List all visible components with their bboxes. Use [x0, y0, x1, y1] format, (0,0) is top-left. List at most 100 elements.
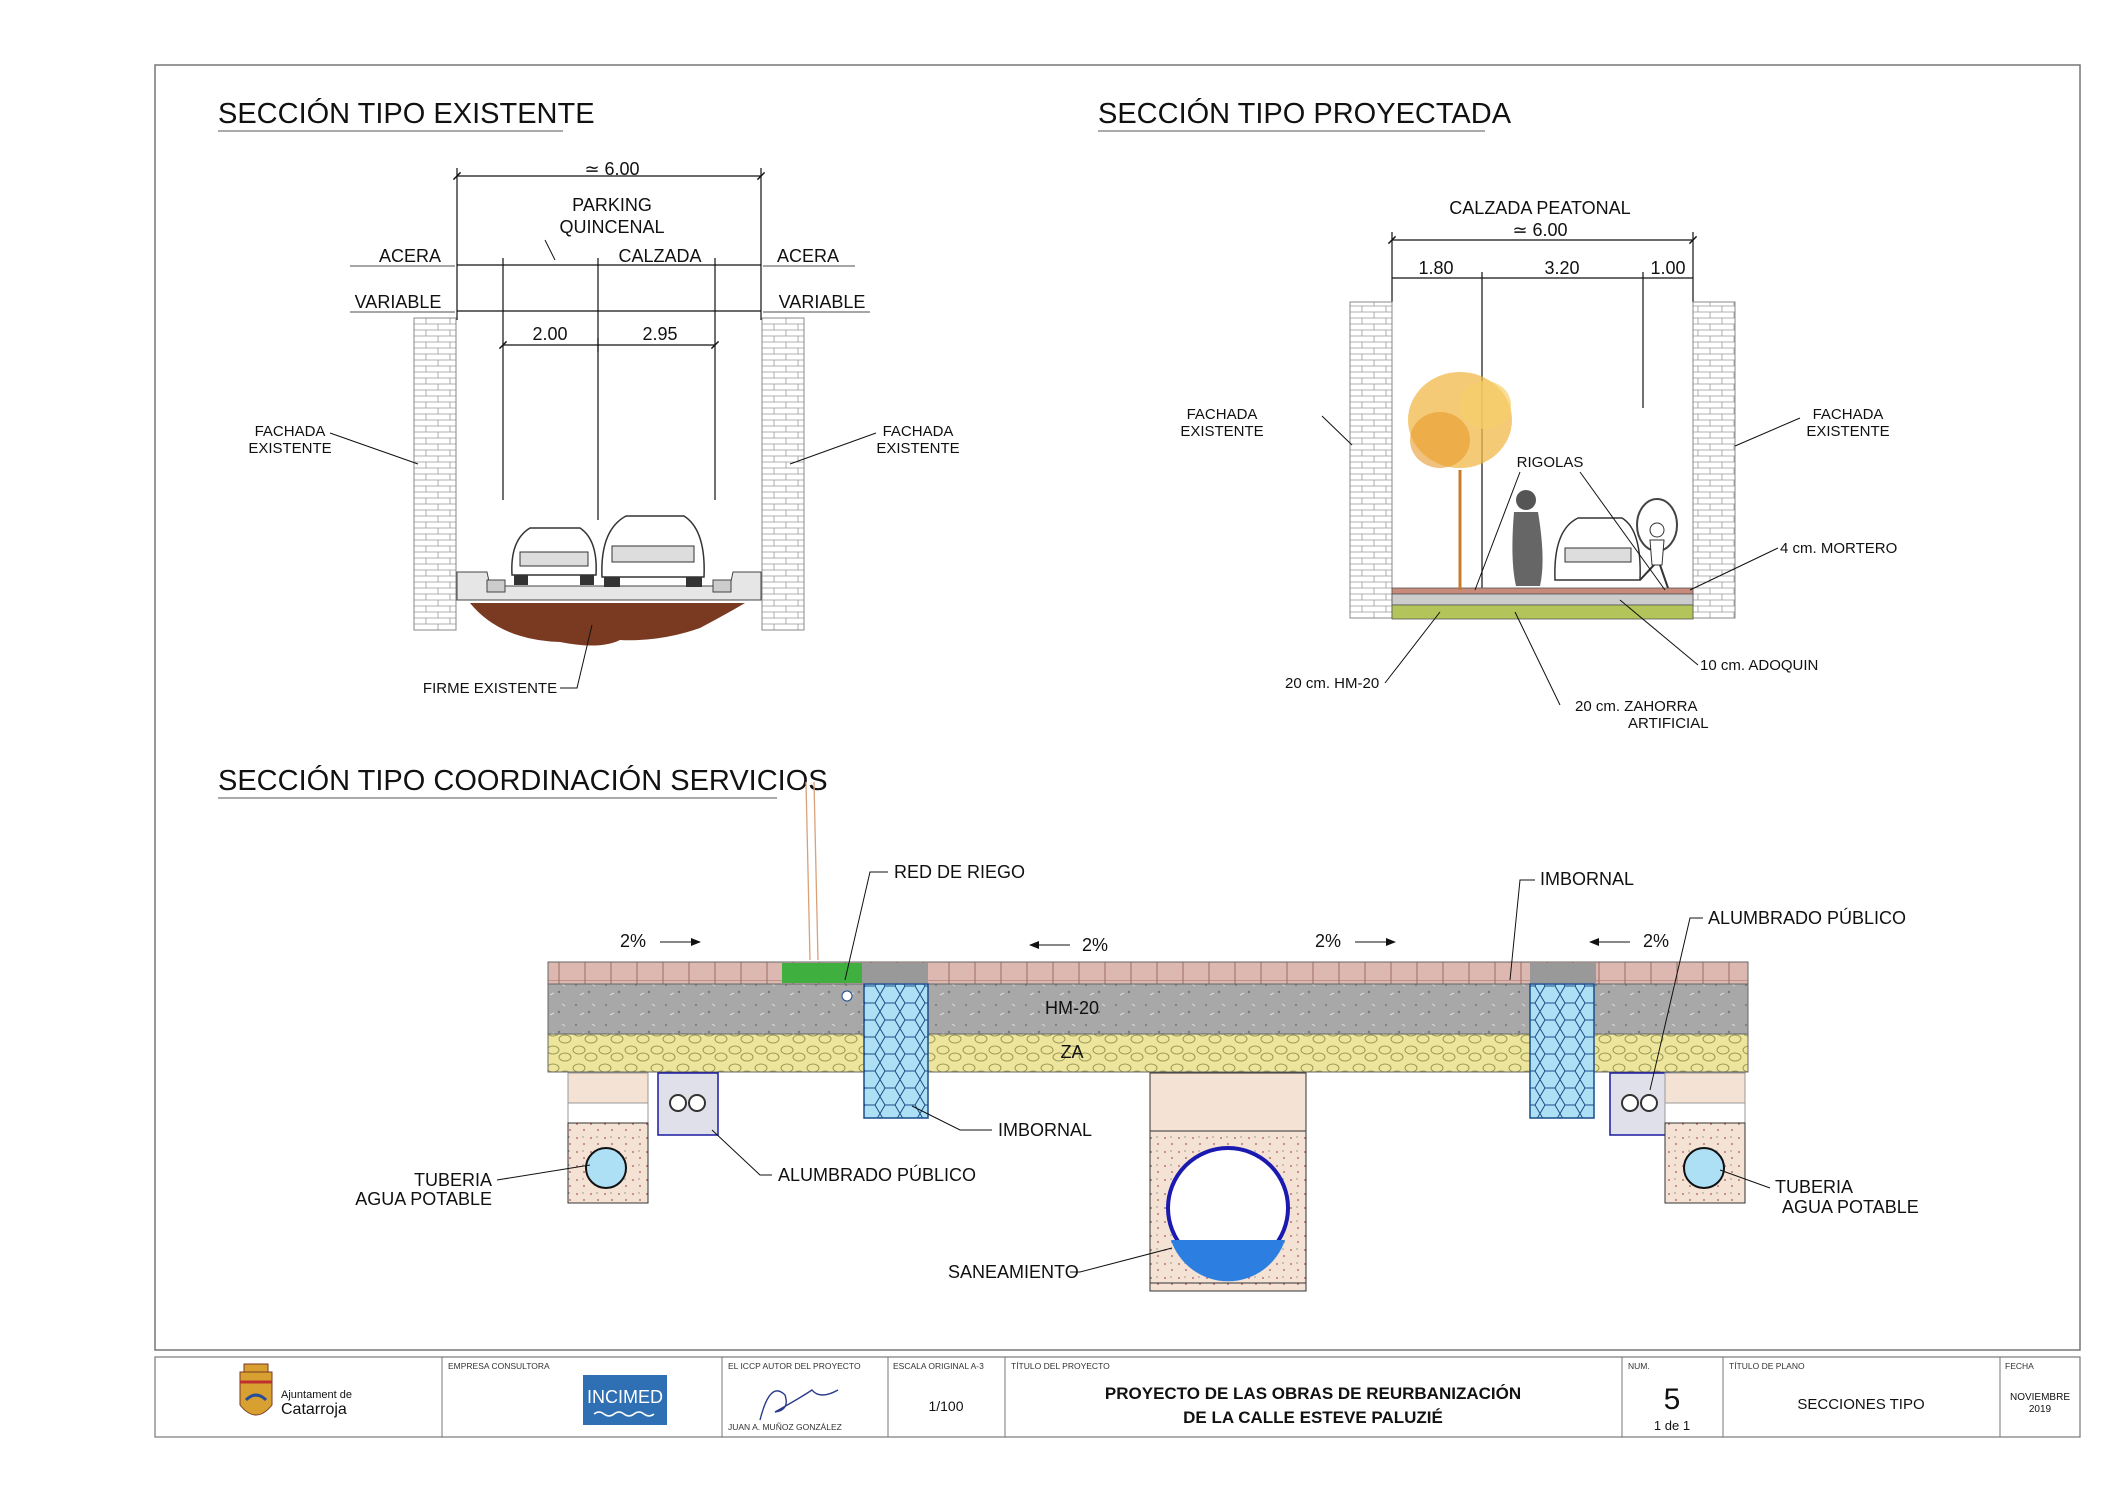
municipality-line2: Catarroja [281, 1401, 347, 1418]
label-hm20: HM-20 [1045, 998, 1099, 1018]
autor-name: JUAN A. MUÑOZ GONZÁLEZ [728, 1422, 842, 1432]
label-firme-existente: FIRME EXISTENTE [423, 680, 557, 697]
titulo-proyecto-line1: PROYECTO DE LAS OBRAS DE REURBANIZACIÓN [1105, 1384, 1521, 1403]
dim-calzada-existente: 2.95 [642, 324, 677, 344]
car-icon [1554, 517, 1641, 581]
svg-text:2%: 2% [1315, 931, 1341, 951]
label-acera-right: ACERA [777, 246, 839, 266]
title-block: Ajuntament de Catarroja EMPRESA CONSULTO… [154, 1356, 2081, 1438]
label-fachada-left-existente-l2: EXISTENTE [248, 440, 331, 457]
label-zahorra-l2: ARTIFICIAL [1628, 715, 1709, 732]
red-riego-strip [782, 963, 862, 983]
label-red-riego: RED DE RIEGO [894, 862, 1025, 882]
slope-indicator: 2% [1029, 935, 1108, 955]
label-tuberia-right-l1: TUBERIA [1775, 1177, 1853, 1197]
label-tuberia-right-l2: AGUA POTABLE [1782, 1197, 1919, 1217]
alumbrado-conduit-left [657, 1072, 719, 1136]
svg-text:2%: 2% [1643, 931, 1669, 951]
dim-proyectada-1: 1.80 [1418, 258, 1453, 278]
escala-value: 1/100 [928, 1398, 963, 1414]
tuberia-trench-left [567, 1072, 649, 1204]
section-proyectada: SECCIÓN TIPO PROYECTADA CALZADA PEATONAL… [1098, 97, 1897, 732]
label-parking-l2: QUINCENAL [559, 217, 664, 237]
label-alumbrado-top: ALUMBRADO PÚBLICO [1708, 907, 1906, 928]
section-title-proyectada: SECCIÓN TIPO PROYECTADA [1098, 97, 1512, 130]
facade-left-proyectada [1349, 301, 1393, 619]
facade-right-existente [761, 317, 805, 631]
label-parking-l1: PARKING [572, 195, 652, 215]
label-fachada-left-proyectada-l1: FACHADA [1187, 406, 1258, 423]
car-icon [601, 515, 705, 587]
label-fachada-right-existente-l2: EXISTENTE [876, 440, 959, 457]
label-fachada-left-proyectada-l2: EXISTENTE [1180, 423, 1263, 440]
incimed-logo-text: INCIMED [587, 1387, 663, 1407]
section-title-existente: SECCIÓN TIPO EXISTENTE [218, 97, 595, 130]
tuberia-trench-right [1664, 1072, 1746, 1204]
label-mortero: 4 cm. MORTERO [1780, 540, 1897, 557]
label-fachada-right-existente-l1: FACHADA [883, 423, 954, 440]
slope-indicator: 2% [1315, 931, 1396, 951]
num-of: 1 de 1 [1654, 1418, 1690, 1433]
tree-icon [1408, 372, 1512, 590]
layer-zahorra-proyectada [1391, 604, 1694, 620]
dim-proyectada-3: 1.00 [1650, 258, 1685, 278]
dim-total-proyectada: ≃ 6.00 [1512, 220, 1567, 240]
escala-label: ESCALA ORIGINAL A-3 [893, 1361, 984, 1371]
svg-text:2%: 2% [620, 931, 646, 951]
dim-parking: 2.00 [532, 324, 567, 344]
label-saneamiento: SANEAMIENTO [948, 1262, 1079, 1282]
num-label: NUM. [1628, 1361, 1650, 1371]
firme-existente-soil [470, 603, 745, 646]
facade-right-proyectada [1692, 301, 1736, 619]
label-fachada-right-proyectada-l1: FACHADA [1813, 406, 1884, 423]
incimed-logo [583, 1375, 667, 1425]
slope-indicator: 2% [620, 931, 701, 951]
label-hm20-proyectada: 20 cm. HM-20 [1285, 675, 1379, 692]
fecha-line2: 2019 [2029, 1404, 2052, 1415]
titulo-proyecto-label: TÍTULO DEL PROYECTO [1011, 1361, 1110, 1371]
municipality-line1: Ajuntament de [281, 1389, 352, 1401]
fecha-label: FECHA [2005, 1361, 2034, 1371]
label-calzada-peatonal: CALZADA PEATONAL [1449, 198, 1630, 218]
sheet-frame [154, 64, 2081, 1351]
section-existente: SECCIÓN TIPO EXISTENTE ≃ 6.00 PARKING QU… [218, 97, 960, 697]
fecha-line1: NOVIEMBRE [2010, 1392, 2070, 1403]
car-icon [511, 527, 597, 585]
section-title-coordinacion: SECCIÓN TIPO COORDINACIÓN SERVICIOS [218, 764, 828, 797]
signature [759, 1389, 839, 1421]
label-acera-left: ACERA [379, 246, 441, 266]
section-coordinacion: SECCIÓN TIPO COORDINACIÓN SERVICIOS HM-2… [218, 764, 1919, 1292]
facade-left-existente [413, 317, 457, 631]
label-za: ZA [1060, 1042, 1083, 1062]
num-value: 5 [1664, 1383, 1681, 1416]
imbornal-left [863, 983, 929, 1119]
child-jumping-icon [1636, 498, 1678, 589]
dim-proyectada-2: 3.20 [1544, 258, 1579, 278]
titulo-proyecto-line2: DE LA CALLE ESTEVE PALUZIÉ [1183, 1408, 1443, 1427]
label-tuberia-left-l1: TUBERIA [414, 1170, 492, 1190]
imbornal-right [1529, 983, 1595, 1119]
label-fachada-right-proyectada-l2: EXISTENTE [1806, 423, 1889, 440]
pedestrian-icon [1512, 490, 1543, 586]
label-alumbrado-bottom: ALUMBRADO PÚBLICO [778, 1164, 976, 1185]
svg-text:2%: 2% [1082, 935, 1108, 955]
saneamiento-trench [1149, 1072, 1307, 1292]
dim-total-existente: ≃ 6.00 [584, 159, 639, 179]
label-tuberia-left-l2: AGUA POTABLE [355, 1189, 492, 1209]
label-rigolas: RIGOLAS [1517, 454, 1584, 471]
label-variable-left: VARIABLE [355, 292, 442, 312]
autor-label: EL ICCP AUTOR DEL PROYECTO [728, 1361, 861, 1371]
empresa-label: EMPRESA CONSULTORA [448, 1361, 550, 1371]
label-calzada: CALZADA [618, 246, 701, 266]
label-zahorra-l1: 20 cm. ZAHORRA [1575, 698, 1698, 715]
label-adoquin: 10 cm. ADOQUIN [1700, 657, 1818, 674]
titulo-plano-label: TÍTULO DE PLANO [1729, 1361, 1805, 1371]
label-variable-right: VARIABLE [779, 292, 866, 312]
alumbrado-conduit-right [1609, 1072, 1671, 1136]
label-imbornal-bottom: IMBORNAL [998, 1120, 1092, 1140]
label-fachada-left-existente-l1: FACHADA [255, 423, 326, 440]
label-imbornal-top: IMBORNAL [1540, 869, 1634, 889]
titulo-plano-value: SECCIONES TIPO [1797, 1396, 1924, 1413]
municipal-crest-logo [239, 1363, 273, 1416]
